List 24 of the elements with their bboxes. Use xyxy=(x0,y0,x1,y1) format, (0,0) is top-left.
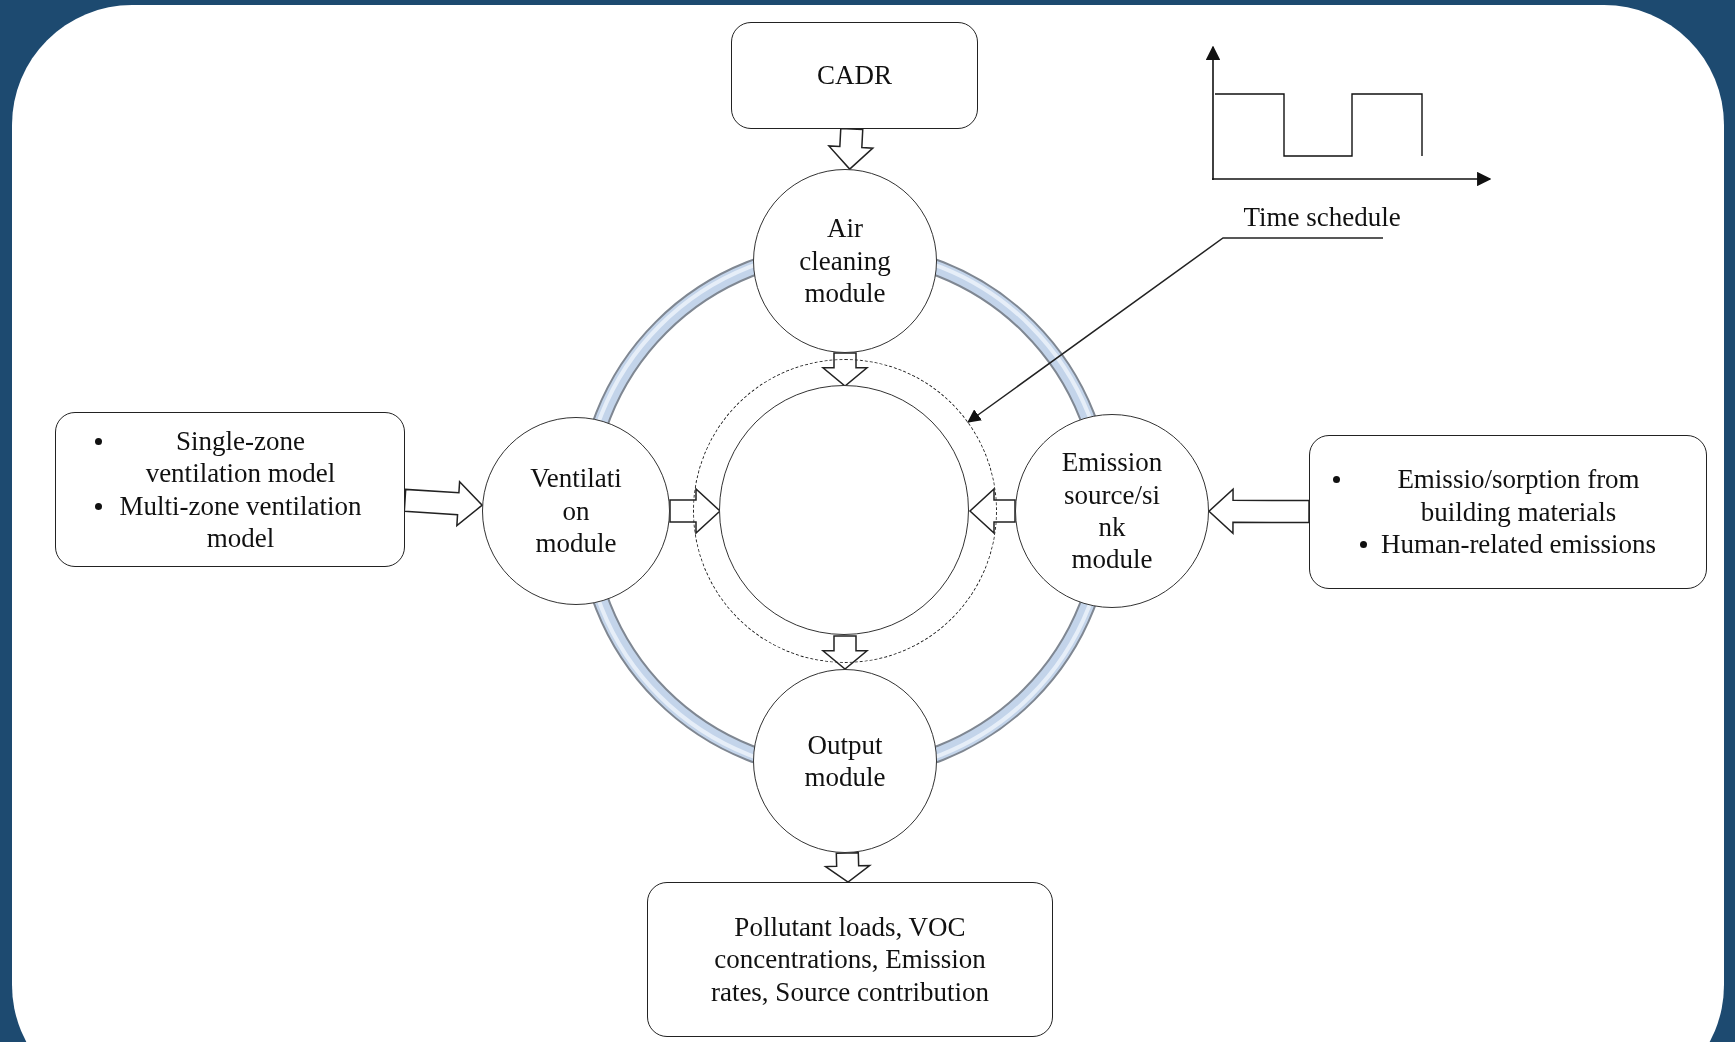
module-label: Emission source/si nk module xyxy=(1061,446,1163,576)
hollow-arrow xyxy=(820,635,870,670)
output-box xyxy=(647,882,1053,1037)
list-text: Single-zone ventilation model xyxy=(144,424,337,490)
hollow-arrow xyxy=(403,479,484,528)
input-box xyxy=(731,22,978,129)
hollow-arrow xyxy=(968,487,1016,535)
chart-caption: Time schedule xyxy=(1243,200,1401,234)
input-box xyxy=(55,412,405,567)
leader-line xyxy=(967,237,1384,423)
hollow-arrow xyxy=(1207,487,1310,535)
hollow-arrow xyxy=(669,487,722,535)
list-text: Multi-zone ventilation model xyxy=(118,489,363,555)
box-text: Pollutant loads, VOC concentrations, Emission rates, Source contribution xyxy=(709,910,991,1009)
hollow-arrow xyxy=(827,127,875,171)
box-text: CADR xyxy=(817,59,892,92)
hollow-arrow xyxy=(820,352,870,387)
hollow-arrow xyxy=(823,851,872,883)
input-box xyxy=(1309,435,1707,589)
module-label: Ventilati on module xyxy=(530,462,622,560)
module-label: Air cleaning module xyxy=(799,212,891,310)
list-text: Emissio/sorption from building materials xyxy=(1396,463,1641,529)
module-label: Output module xyxy=(804,728,886,794)
list-text: Human-related emissions xyxy=(1380,528,1657,561)
